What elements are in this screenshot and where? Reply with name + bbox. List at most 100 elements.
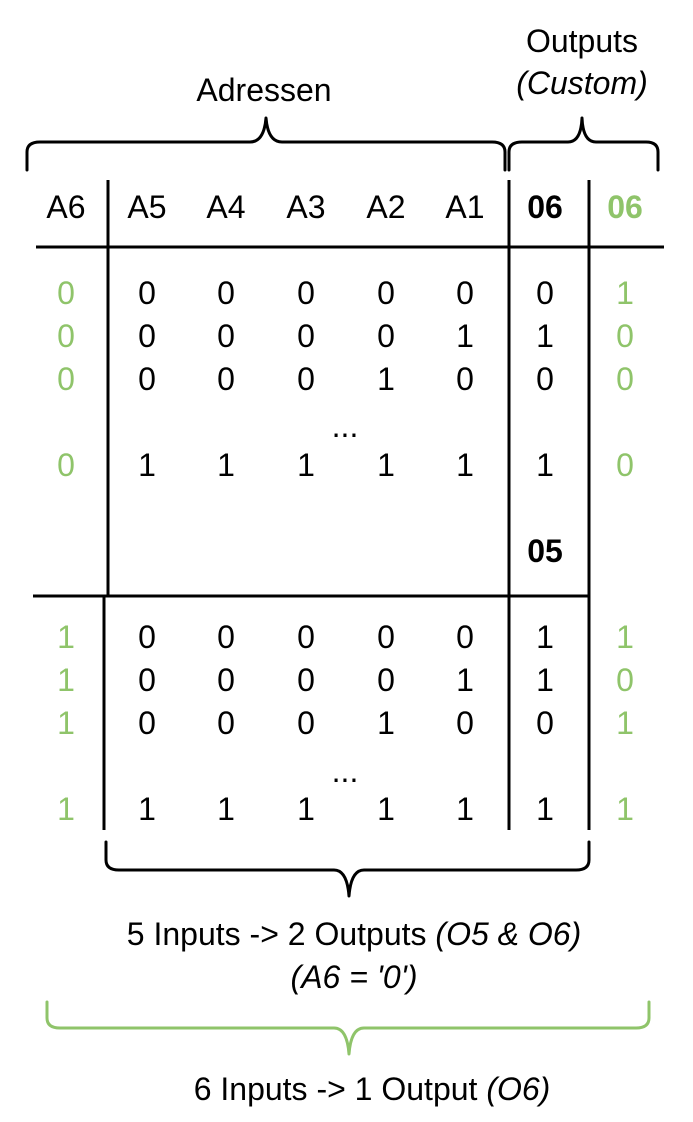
upper-ellipsis: ... [332,408,359,444]
outputs-label: Outputs [526,23,638,59]
cell-o6-custom: 1 [616,705,634,741]
cell-a3: 0 [297,318,315,354]
table-row: 1 0 0 0 0 0 1 1 [57,619,634,655]
cell-a2: 1 [377,791,395,827]
cell-a5: 0 [138,361,156,397]
cell-a6: 0 [57,275,75,311]
a6-condition-caption: (A6 = '0') [291,959,418,995]
cell-a6: 1 [57,619,75,655]
cell-a4: 0 [217,619,235,655]
cell-a5: 1 [138,447,156,483]
cell-o5: 1 [536,791,554,827]
cell-o6-custom: 1 [616,791,634,827]
five-inputs-brace [104,840,591,898]
table-row: 1 1 1 1 1 1 1 1 [57,791,634,827]
addresses-brace [25,116,507,172]
six-inputs-brace [45,1000,651,1056]
lower-block: 1 0 0 0 0 0 1 1 1 0 0 0 0 1 1 0 1 0 0 0 … [57,619,634,827]
cell-o6-custom: 0 [616,318,634,354]
cell-o6: 1 [536,447,554,483]
cell-a5: 0 [138,705,156,741]
cell-a5: 1 [138,791,156,827]
five-inputs-caption-main: 5 Inputs -> 2 Outputs [127,916,436,952]
cell-a5: 0 [138,318,156,354]
table-row: 0 0 0 0 1 0 0 0 [57,361,634,397]
cell-a5: 0 [138,619,156,655]
cell-a6: 1 [57,791,75,827]
cell-a3: 0 [297,619,315,655]
cell-a6: 0 [57,361,75,397]
cell-a1: 0 [456,361,474,397]
cell-o6-custom: 0 [616,447,634,483]
table-row: 1 0 0 0 1 0 0 1 [57,705,634,741]
table-row: 1 0 0 0 0 1 1 0 [57,662,634,698]
cell-o5: 1 [536,662,554,698]
cell-a1: 0 [456,705,474,741]
header-a3: A3 [286,189,325,225]
cell-a6: 0 [57,318,75,354]
cell-a4: 0 [217,361,235,397]
cell-a3: 0 [297,275,315,311]
cell-a4: 0 [217,318,235,354]
header-o6: 06 [527,189,563,225]
cell-o6-custom: 1 [616,619,634,655]
five-inputs-caption: 5 Inputs -> 2 Outputs (O5 & O6) [127,916,581,952]
outputs-brace [507,116,660,172]
cell-a5: 0 [138,662,156,698]
table-row: 0 0 0 0 0 0 0 1 [57,275,634,311]
cell-a2: 1 [377,361,395,397]
cell-a1: 0 [456,275,474,311]
cell-a3: 0 [297,705,315,741]
cell-o5: 0 [536,705,554,741]
cell-a1: 1 [456,318,474,354]
header-a5: A5 [127,189,166,225]
cell-a1: 1 [456,662,474,698]
cell-a4: 0 [217,705,235,741]
header-a1: A1 [445,189,484,225]
six-inputs-caption-italic: (O6) [486,1071,550,1107]
five-inputs-caption-italic: (O5 & O6) [435,916,581,952]
cell-o6: 1 [536,318,554,354]
cell-a4: 0 [217,275,235,311]
cell-a1: 0 [456,619,474,655]
cell-a2: 0 [377,275,395,311]
cell-a3: 1 [297,447,315,483]
table-row: 0 0 0 0 0 1 1 0 [57,318,634,354]
cell-a4: 1 [217,791,235,827]
cell-o6-custom: 0 [616,662,634,698]
cell-o6: 0 [536,361,554,397]
cell-a2: 0 [377,619,395,655]
cell-a2: 1 [377,447,395,483]
cell-a4: 0 [217,662,235,698]
cell-a2: 0 [377,662,395,698]
table-row: 0 1 1 1 1 1 1 0 [57,447,634,483]
cell-a6: 1 [57,662,75,698]
cell-a6: 1 [57,705,75,741]
lower-ellipsis: ... [332,753,359,789]
cell-a3: 1 [297,791,315,827]
cell-a2: 1 [377,705,395,741]
cell-a4: 1 [217,447,235,483]
o5-label: 05 [527,533,563,569]
cell-o6: 0 [536,275,554,311]
cell-a6: 0 [57,447,75,483]
cell-a5: 0 [138,275,156,311]
addresses-label: Adressen [196,72,331,108]
header-a4: A4 [206,189,245,225]
header-o6-custom: 06 [607,189,643,225]
cell-o6-custom: 1 [616,275,634,311]
cell-o5: 1 [536,619,554,655]
six-inputs-caption-main: 6 Inputs -> 1 Output [194,1071,487,1107]
header-a2: A2 [366,189,405,225]
header-a6: A6 [46,189,85,225]
upper-block: 0 0 0 0 0 0 0 1 0 0 0 0 0 1 1 0 0 0 0 0 … [57,275,634,569]
cell-a3: 0 [297,361,315,397]
custom-label: (Custom) [516,65,648,101]
six-inputs-caption: 6 Inputs -> 1 Output (O6) [194,1071,551,1107]
cell-o6-custom: 0 [616,361,634,397]
cell-a1: 1 [456,791,474,827]
cell-a2: 0 [377,318,395,354]
cell-a1: 1 [456,447,474,483]
